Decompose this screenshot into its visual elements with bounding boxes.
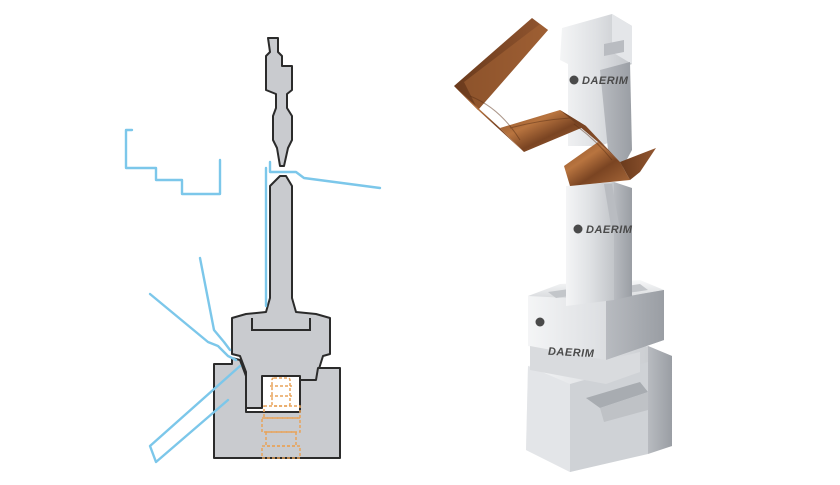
render-3d-tooling: DAERIM DAERIM DAERIM — [454, 14, 672, 472]
die-column-3d: DAERIM — [566, 182, 633, 306]
cross-section-diagram — [124, 37, 382, 464]
lower-die — [231, 175, 331, 409]
punch-logo-text: DAERIM — [582, 75, 629, 87]
sheet-profile-flange-b — [198, 256, 232, 352]
holder-logo: DAERIM — [535, 317, 595, 360]
bent-sheet-3d — [454, 18, 656, 186]
holder-logo-text: DAERIM — [548, 346, 595, 360]
sheet-profile-flange-a — [148, 292, 238, 362]
gear-logo-icon — [535, 317, 545, 327]
hidden-parts — [261, 377, 301, 459]
die-logo: DAERIM — [573, 224, 633, 236]
die-slot-line — [251, 318, 311, 331]
sheet-metal-profiles — [124, 128, 382, 464]
upper-punch — [265, 37, 293, 167]
gear-logo-icon — [569, 75, 579, 85]
gear-logo-icon — [573, 224, 583, 234]
sheet-profile-top — [268, 160, 382, 190]
sheet-profile-z — [124, 128, 222, 196]
base-block-3d — [526, 346, 672, 472]
sheet-profile-diagonal — [148, 364, 242, 464]
upper-punch-3d: DAERIM — [560, 14, 632, 172]
die-logo-text: DAERIM — [586, 224, 633, 236]
punch-logo: DAERIM — [569, 75, 629, 87]
